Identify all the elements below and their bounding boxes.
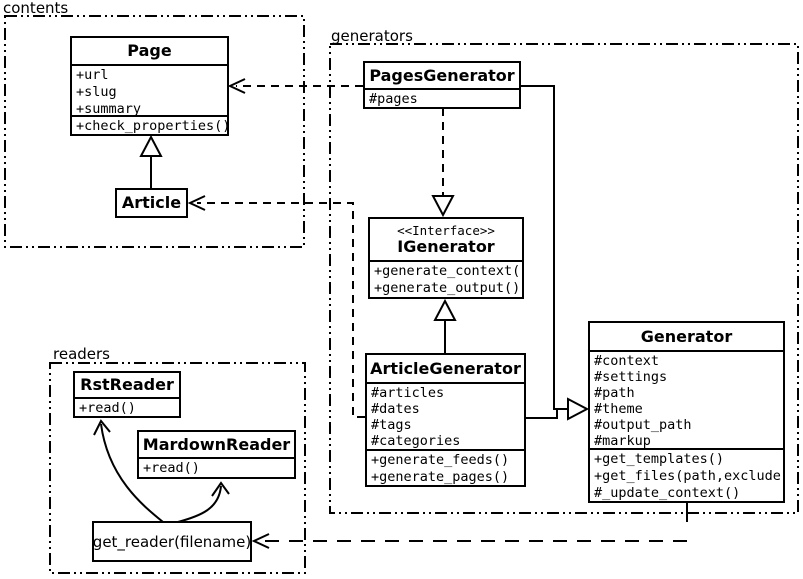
- attribute-row: #markup: [594, 433, 651, 448]
- method-row: #_update_context(): [594, 485, 741, 501]
- function-box-get-reader: get_reader(filename): [92, 521, 252, 562]
- class-generator-name: Generator: [640, 326, 733, 346]
- class-articlegenerator-methods: +generate_feeds() +generate_pages(): [367, 449, 524, 485]
- class-article: Article: [115, 188, 188, 218]
- method-row: +get_templates(): [594, 451, 725, 467]
- package-label-readers: readers: [53, 345, 110, 363]
- attribute-row: #path: [594, 385, 635, 401]
- package-border-readers: [49, 362, 306, 574]
- class-pagesgenerator-name: PagesGenerator: [369, 65, 515, 85]
- class-generator: Generator #context #settings #path #them…: [588, 321, 785, 503]
- package-border-contents: [4, 15, 305, 248]
- class-markdownreader: MardownReader +read(): [137, 430, 296, 479]
- class-rstreader-methods: +read(): [75, 397, 179, 416]
- package-border-generators: [329, 43, 799, 514]
- method-row: +generate_pages(): [371, 469, 510, 485]
- attribute-row: #context: [594, 353, 660, 369]
- method-row: +generate_feeds(): [371, 452, 510, 468]
- generalization-articlegenerator-igenerator: [433, 298, 457, 353]
- method-row: +read(): [79, 400, 136, 416]
- class-articlegenerator: ArticleGenerator #articles #dates #tags …: [365, 353, 526, 487]
- arrow-getreader-rstreader: [93, 419, 164, 523]
- class-igenerator-methods: +generate_context() +generate_output(): [370, 260, 522, 297]
- attribute-row: +url: [76, 67, 109, 83]
- method-row: +read(): [143, 460, 200, 476]
- attribute-row: #settings: [594, 369, 668, 385]
- attribute-row: +summary: [76, 101, 142, 115]
- generalization-article-page: [139, 134, 163, 188]
- class-article-name: Article: [121, 193, 182, 212]
- attribute-row: #articles: [371, 385, 445, 401]
- method-row: +generate_output(): [374, 280, 521, 296]
- class-generator-methods: +get_templates() +get_files(path,exclude…: [590, 448, 783, 501]
- arrow-getreader-markdownreader: [177, 481, 230, 523]
- class-page: Page +url +slug +summary +check_properti…: [70, 36, 229, 136]
- class-articlegenerator-name: ArticleGenerator: [370, 358, 521, 378]
- attribute-row: #tags: [371, 417, 412, 433]
- class-rstreader-name: RstReader: [80, 375, 174, 394]
- attribute-row: +slug: [76, 84, 117, 100]
- class-rstreader: RstReader +read(): [73, 371, 181, 418]
- dependency-generator-getreader: [251, 503, 688, 549]
- class-igenerator-name: IGenerator: [397, 236, 495, 256]
- attribute-row: #dates: [371, 401, 420, 417]
- attribute-row: #pages: [369, 91, 418, 107]
- class-page-name: Page: [127, 41, 172, 60]
- class-articlegenerator-attributes: #articles #dates #tags #categories: [367, 382, 524, 449]
- class-markdownreader-name: MardownReader: [142, 434, 291, 454]
- method-row: +check_properties(): [76, 118, 227, 134]
- method-row: +generate_context(): [374, 263, 522, 279]
- class-pagesgenerator: PagesGenerator #pages: [363, 61, 521, 109]
- method-row: +get_files(path,exclude): [594, 468, 783, 484]
- attribute-row: #output_path: [594, 417, 692, 433]
- class-igenerator: <<Interface>> IGenerator +generate_conte…: [368, 217, 524, 299]
- class-markdownreader-methods: +read(): [139, 457, 294, 477]
- attribute-row: #theme: [594, 401, 643, 417]
- package-label-generators: generators: [331, 27, 413, 45]
- class-igenerator-header: <<Interface>> IGenerator: [370, 219, 522, 260]
- generalization-generators-generator: [520, 85, 590, 421]
- dependency-articlegenerator-article: [187, 195, 365, 418]
- realization-pagesgenerator-igenerator: [431, 108, 455, 218]
- class-igenerator-stereotype: <<Interface>>: [397, 222, 495, 238]
- dependency-pagesgenerator-page: [227, 78, 363, 94]
- class-pagesgenerator-attributes: #pages: [365, 88, 519, 107]
- package-label-contents: contents: [3, 0, 69, 17]
- class-page-methods: +check_properties(): [72, 115, 227, 134]
- class-generator-attributes: #context #settings #path #theme #output_…: [590, 350, 783, 448]
- function-label: get_reader(filename): [92, 532, 252, 551]
- class-page-attributes: +url +slug +summary: [72, 64, 227, 115]
- attribute-row: #categories: [371, 433, 461, 449]
